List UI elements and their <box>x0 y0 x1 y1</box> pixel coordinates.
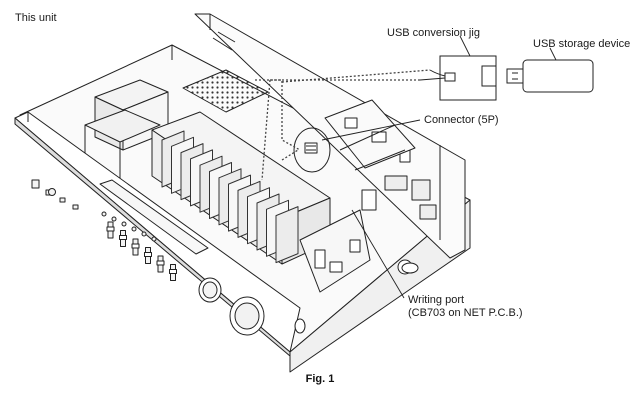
front-buttons <box>31 179 157 242</box>
tone-slider-knob <box>106 226 115 232</box>
tone-slider-knob <box>144 252 152 257</box>
writing-port-label: Writing port <box>408 294 465 306</box>
volume-knob <box>229 296 265 336</box>
tone-slider-knob <box>119 235 127 240</box>
input-knob <box>198 277 222 303</box>
rear-panel <box>194 13 466 259</box>
writing-port-connector <box>293 127 331 173</box>
heat-sink-fins <box>161 130 299 264</box>
usb-cable-path <box>255 69 431 181</box>
tone-slider-knob <box>156 260 165 266</box>
connector-label: Connector (5P) <box>424 114 499 126</box>
tone-sliders <box>106 221 177 281</box>
usb-storage-label: USB storage device <box>533 38 631 50</box>
vent-panel <box>182 69 269 113</box>
display-window <box>99 179 209 255</box>
heat-sink-fin <box>275 206 299 264</box>
net-pcb <box>324 99 416 211</box>
leader-lines <box>321 35 557 299</box>
usb-conversion-jig <box>419 55 497 101</box>
this-unit-label: This unit <box>15 12 57 24</box>
tone-slider-knob <box>131 243 140 249</box>
tone-slider-knob <box>169 269 177 274</box>
feet <box>294 262 419 334</box>
writing-port-sublabel: (CB703 on NET P.C.B.) <box>408 307 523 319</box>
usb-jig-label: USB conversion jig <box>387 27 480 39</box>
usb-storage-device <box>506 59 594 93</box>
figure-caption: Fig. 1 <box>305 373 335 385</box>
